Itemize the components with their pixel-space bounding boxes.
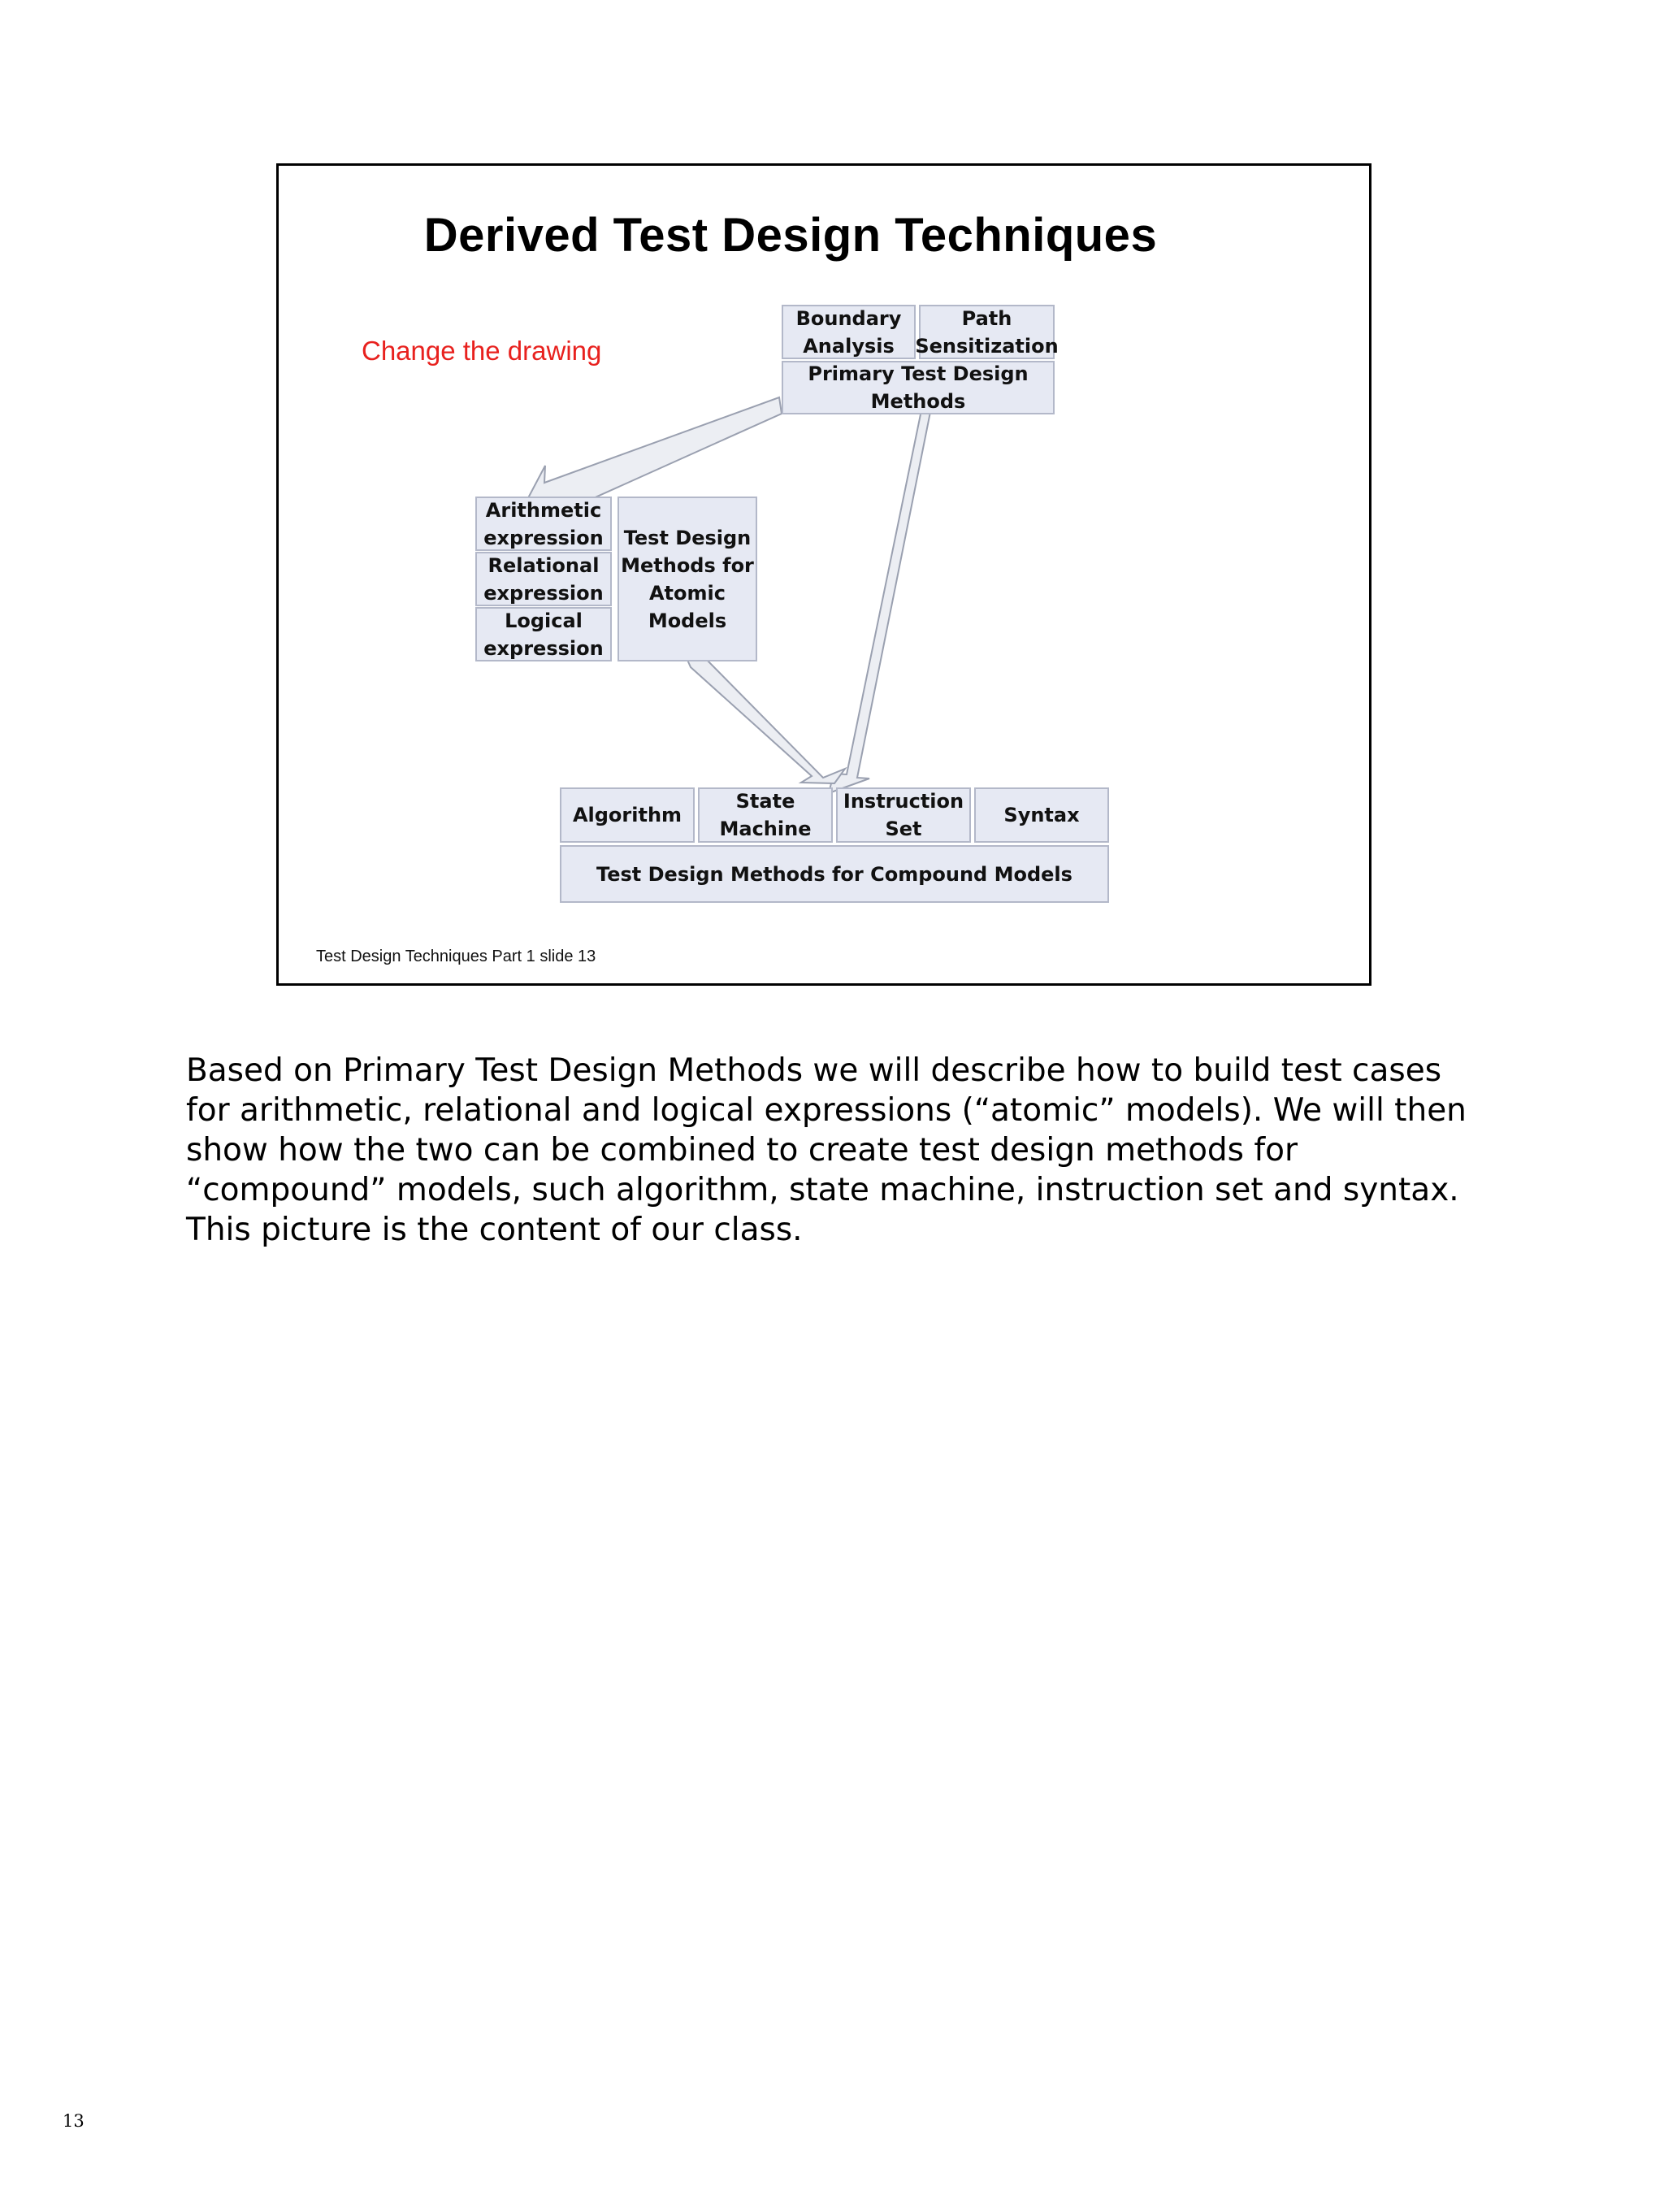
relational-expression-box: Relational expression — [475, 552, 612, 606]
boundary-analysis-box: Boundary Analysis — [782, 305, 916, 359]
page-number: 13 — [63, 2111, 84, 2131]
arrow-atomic-to-instruction — [686, 654, 847, 785]
slide-title: Derived Test Design Techniques — [423, 209, 1158, 262]
state-machine-box: State Machine — [698, 787, 833, 843]
atomic-models-methods-box: Test Design Methods for Atomic Models — [618, 497, 757, 661]
arrow-primary-to-instruction — [827, 405, 933, 795]
path-sensitization-box: Path Sensitization — [915, 305, 1059, 359]
slide-footer: Test Design Techniques Part 1 slide 13 — [316, 948, 596, 965]
algorithm-box: Algorithm — [560, 787, 695, 843]
syntax-box: Syntax — [974, 787, 1109, 843]
arithmetic-expression-box: Arithmetic expression — [475, 497, 612, 551]
annotation-note: Change the drawing — [362, 336, 602, 366]
compound-models-methods-box: Test Design Methods for Compound Models — [560, 845, 1109, 903]
primary-test-design-methods-box: Primary Test Design Methods — [782, 361, 1055, 414]
logical-expression-box: Logical expression — [475, 607, 612, 661]
body-paragraph: Based on Primary Test Design Methods we … — [186, 1052, 1467, 1248]
slide-frame: Derived Test Design Techniques Change th… — [276, 163, 1372, 986]
instruction-set-box: Instruction Set — [836, 787, 971, 843]
